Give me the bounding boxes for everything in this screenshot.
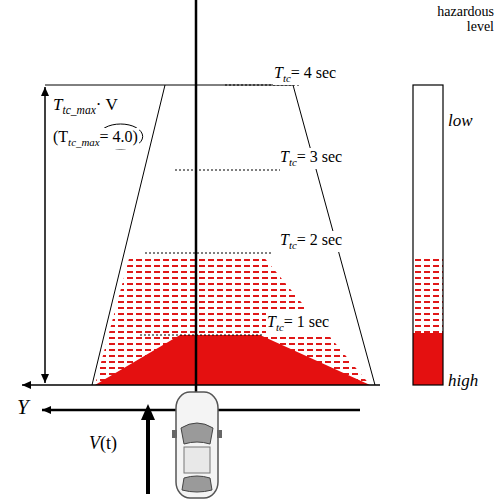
subscript-text: tc [289, 156, 297, 168]
hazard-bar-hatch [413, 255, 443, 333]
subscript-text: tc_max [62, 104, 95, 117]
ttc-label: Ttc= 4 sec [273, 64, 337, 85]
label-text: V [89, 433, 100, 453]
top-line [45, 85, 293, 86]
label-text: (T [53, 128, 68, 145]
range-edge [92, 85, 165, 385]
label-text: = 2 sec [297, 231, 342, 248]
velocity-arrowhead [141, 404, 155, 420]
dimension-label: Ttc_max· V [52, 96, 119, 118]
label-text: T [267, 313, 276, 330]
hazard-bar-solid [413, 333, 443, 385]
label-text: = 3 sec [297, 148, 342, 165]
label-text: (t) [100, 433, 117, 453]
subscript-text: tc [276, 321, 284, 333]
ttc-label: Ttc= 3 sec [279, 148, 343, 169]
ttc-line [175, 170, 280, 171]
subscript-text: tc [289, 239, 297, 251]
axis-label: Y [16, 396, 30, 419]
velocity-label: V(t) [88, 434, 118, 454]
label-text: high [448, 371, 478, 390]
hatched-region [95, 255, 370, 385]
label-text: Y [17, 395, 29, 419]
subscript-text: tc_max [68, 136, 99, 148]
subscript-text: tc [283, 72, 291, 84]
label-text: · V [96, 95, 118, 114]
car-icon [172, 392, 222, 498]
ttc-line [140, 335, 262, 336]
label-text: T [280, 231, 289, 248]
label-text: T [280, 148, 289, 165]
solid-region [95, 335, 370, 385]
dimension-label: (Ttc_max= 4.0) [52, 128, 139, 149]
dimension-arrow [44, 87, 46, 240]
label-text: hazardous level [437, 4, 494, 34]
label-text: = 4 sec [291, 64, 336, 81]
label-text: = 4.0) [100, 128, 138, 145]
ttc-line [145, 253, 272, 254]
label-text: = 1 sec [284, 313, 329, 330]
label-text: low [448, 111, 473, 130]
range-edge [293, 85, 375, 385]
bar-label: low [447, 112, 474, 131]
bar-label: high [447, 372, 479, 391]
base-line [22, 384, 380, 386]
ttc-label: Ttc= 1 sec [266, 313, 330, 334]
bar-title: hazardous level [421, 4, 495, 35]
ttc-label: Ttc= 2 sec [279, 231, 343, 252]
dimension-arrow [44, 240, 46, 383]
velocity-arrow [146, 418, 150, 494]
label-text: T [274, 64, 283, 81]
hazard-bar [413, 85, 443, 385]
label-text: T [53, 95, 62, 114]
